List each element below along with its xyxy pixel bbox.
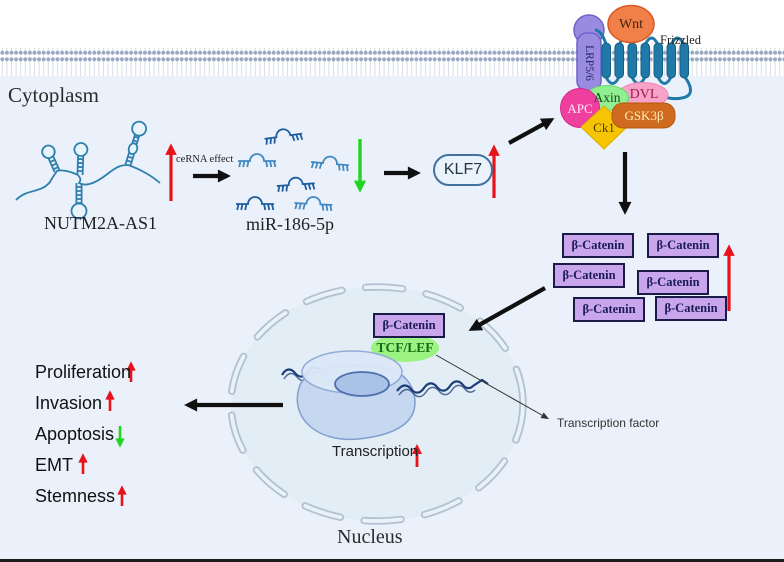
figure-bottom-border — [0, 559, 784, 562]
effect-stemness: Stemness — [35, 486, 116, 506]
beta-catenin-box: β-Catenin — [647, 233, 719, 258]
transcription-factor-label: Transcription factor — [557, 416, 660, 430]
beta-catenin-box: β-Catenin — [637, 270, 709, 295]
effect-apoptosis: Apoptosis — [35, 424, 115, 444]
beta-catenin-box: β-Catenin — [573, 297, 645, 322]
lncrna-label: NUTM2A-AS1 — [44, 213, 158, 233]
beta-catenin-box: β-Catenin — [553, 263, 625, 288]
wnt-label: Wnt — [618, 17, 644, 32]
klf7-label: KLF7 — [443, 161, 483, 178]
destruction-complex — [560, 82, 676, 150]
dvl-label: DVL — [629, 87, 659, 102]
tcf-lef-label: TCF/LEF — [376, 340, 434, 355]
gsk3b-label: GSK3β — [624, 108, 664, 123]
effect-proliferation: Proliferation — [35, 362, 132, 382]
effect-invasion: Invasion — [35, 393, 103, 413]
mirna-label: miR-186-5p — [246, 214, 334, 234]
axin-label: Axin — [593, 90, 621, 105]
apc-label: APC — [567, 101, 593, 116]
cerna-effect-label: ceRNA effect — [176, 154, 234, 165]
lncrna-structure — [15, 120, 161, 220]
nucleus-label: Nucleus — [337, 526, 403, 548]
arrow-bcatenin-to-nucleus — [468, 286, 547, 331]
effect-emt: EMT — [35, 455, 73, 475]
wnt-ligand — [607, 4, 655, 44]
frizzled-label: Frizzled — [660, 33, 701, 47]
gsk3b-shape — [611, 102, 676, 129]
beta-catenin-box: β-Catenin — [562, 233, 634, 258]
beta-catenin-box: β-Catenin — [655, 296, 727, 321]
tcf-pointer-line — [435, 354, 550, 420]
transcription-machinery — [281, 350, 489, 441]
lrp56-receptor — [573, 14, 605, 92]
transcription-label: Transcription — [332, 443, 419, 460]
plasma-membrane — [0, 48, 784, 76]
apc-shape — [560, 88, 600, 128]
beta-catenin-box-nucleus: β-Catenin — [373, 313, 445, 338]
klf7-node: KLF7 — [433, 154, 493, 186]
mirna-molecules — [235, 125, 351, 212]
cytoplasm-label: Cytoplasm — [8, 83, 100, 107]
tcf-lef-shape — [371, 334, 439, 362]
lrp56-label: LRP5/6 — [583, 45, 595, 81]
ck1-label: Ck1 — [593, 120, 615, 135]
arrow-klf7-to-complex — [507, 118, 555, 145]
